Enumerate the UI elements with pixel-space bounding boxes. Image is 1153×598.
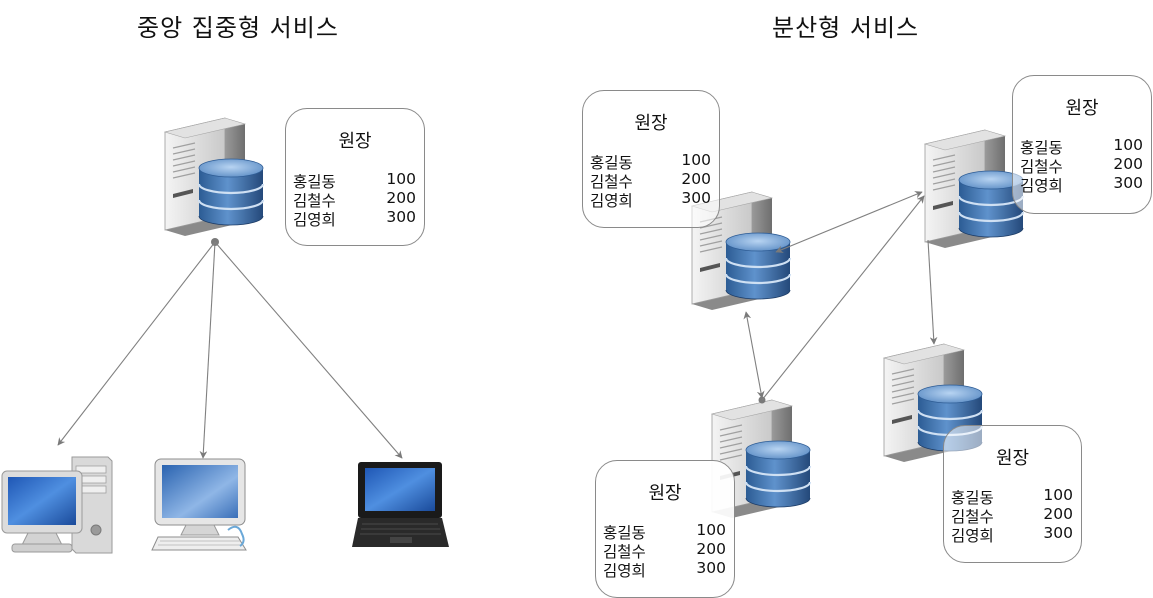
ledger-node-bottomright: 원장 홍길동 100 김철수 200 김영희 300 [943, 425, 1082, 563]
ledger-row: 김철수 200 [951, 505, 1073, 526]
ledger-row: 김영희 300 [603, 559, 726, 580]
ledger-value: 300 [696, 559, 726, 577]
link-left-topright [775, 191, 923, 253]
ledger-value: 200 [386, 189, 416, 207]
ledger-value: 200 [1113, 155, 1143, 173]
ledger-value: 100 [1043, 486, 1073, 504]
ledger-row: 김철수 200 [603, 540, 726, 561]
ledger-name: 홍길동 [603, 524, 646, 542]
link-bottomleft-topright [761, 195, 925, 401]
ledger-row: 김영희 300 [951, 524, 1073, 545]
ledger-name: 홍길동 [1020, 139, 1063, 157]
ledger-node-left: 원장 홍길동 100 김철수 200 김영희 300 [582, 90, 720, 228]
ledger-value: 300 [386, 208, 416, 226]
arrow-to-desktop [57, 241, 216, 446]
ledger-value: 100 [681, 151, 711, 169]
ledger-value: 200 [696, 540, 726, 558]
ledger-name: 김영희 [603, 562, 646, 580]
ledger-value: 300 [1113, 174, 1143, 192]
ledger-row: 홍길동 100 [590, 151, 711, 172]
ledger-title: 원장 [648, 483, 682, 504]
ledger-row: 김영희 300 [590, 189, 711, 210]
ledger-value: 100 [386, 170, 416, 188]
ledger-value: 100 [1113, 136, 1143, 154]
link-topright-bottomright [927, 239, 938, 345]
ledger-name: 김철수 [951, 508, 994, 526]
ledger-value: 300 [681, 189, 711, 207]
ledger-title: 원장 [338, 131, 372, 152]
ledger-title: 원장 [634, 113, 668, 134]
ledger-title: 원장 [1065, 98, 1099, 119]
ledger-name: 김영희 [1020, 177, 1063, 195]
ledger-row: 김영희 300 [293, 208, 416, 229]
ledger-name: 홍길동 [951, 489, 994, 507]
ledger-row: 홍길동 100 [293, 170, 416, 191]
ledger-row: 홍길동 100 [603, 521, 726, 542]
ledger-value: 300 [1043, 524, 1073, 542]
ledger-row: 김영희 300 [1020, 174, 1143, 195]
ledger-name: 김영희 [590, 192, 633, 210]
ledger-name: 김영희 [293, 211, 336, 229]
ledger-row: 김철수 200 [293, 189, 416, 210]
ledger-value: 100 [696, 521, 726, 539]
ledger-name: 김철수 [603, 543, 646, 561]
desktop-tower-icon [1, 456, 113, 554]
ledger-value: 200 [1043, 505, 1073, 523]
ledger-node-topright: 원장 홍길동 100 김철수 200 김영희 300 [1012, 75, 1152, 214]
ledger-central: 원장 홍길동 100 김철수 200 김영희 300 [285, 108, 425, 246]
central-title: 중앙 집중형 서비스 [137, 14, 339, 42]
laptop-icon [352, 462, 449, 547]
arrow-to-laptop [214, 241, 403, 459]
ledger-name: 김철수 [590, 173, 633, 191]
central-server-icon [163, 116, 265, 238]
arrow-to-monitor [199, 241, 216, 459]
node-server-topright-icon [923, 128, 1025, 250]
ledger-name: 김영희 [951, 527, 994, 545]
ledger-row: 홍길동 100 [1020, 136, 1143, 157]
ledger-value: 200 [681, 170, 711, 188]
ledger-name: 김철수 [293, 192, 336, 210]
link-left-bottomleft [743, 311, 765, 399]
ledger-name: 홍길동 [590, 154, 633, 172]
ledger-row: 김철수 200 [1020, 155, 1143, 176]
ledger-row: 홍길동 100 [951, 486, 1073, 507]
distributed-title: 분산형 서비스 [772, 14, 920, 42]
ledger-title: 원장 [995, 448, 1030, 469]
ledger-name: 홍길동 [293, 173, 336, 191]
monitor-keyboard-icon [151, 458, 247, 551]
ledger-node-bottomleft: 원장 홍길동 100 김철수 200 김영희 300 [595, 460, 735, 598]
ledger-name: 김철수 [1020, 158, 1063, 176]
ledger-row: 김철수 200 [590, 170, 711, 191]
